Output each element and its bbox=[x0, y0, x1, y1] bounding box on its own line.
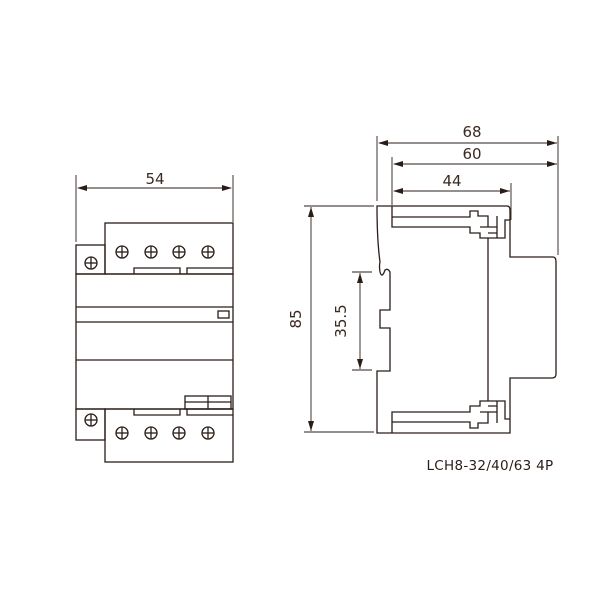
side-view: 68 60 44 85 35.5 bbox=[287, 123, 559, 434]
screw-icon bbox=[201, 426, 215, 440]
screw-icon bbox=[144, 426, 158, 440]
svg-text:68: 68 bbox=[462, 123, 481, 141]
depth-dim-68: 68 bbox=[378, 123, 557, 146]
svg-text:60: 60 bbox=[462, 145, 481, 163]
screw-icon bbox=[115, 426, 129, 440]
svg-text:44: 44 bbox=[442, 172, 461, 190]
screw-icon bbox=[84, 256, 98, 270]
screw-icon bbox=[201, 245, 215, 259]
bottom-left-ear bbox=[75, 408, 106, 441]
front-view: 54 bbox=[75, 170, 234, 463]
screw-icon bbox=[172, 426, 186, 440]
svg-text:35.5: 35.5 bbox=[332, 304, 350, 337]
screw-icon bbox=[172, 245, 186, 259]
depth-dim-60: 60 bbox=[393, 145, 557, 167]
side-outline bbox=[376, 205, 557, 434]
width-dimension: 54 bbox=[75, 170, 234, 242]
depth-dim-44: 44 bbox=[393, 172, 510, 194]
screw-icon bbox=[144, 245, 158, 259]
width-dim-label: 54 bbox=[145, 170, 164, 188]
screw-icon bbox=[84, 413, 98, 427]
rail-dim-35-5: 35.5 bbox=[332, 271, 372, 371]
top-terminal-block bbox=[104, 222, 234, 275]
model-label: LCH8-32/40/63 4P bbox=[426, 458, 553, 474]
height-dim-85: 85 bbox=[287, 205, 374, 433]
svg-text:85: 85 bbox=[287, 309, 305, 328]
screw-icon bbox=[115, 245, 129, 259]
body bbox=[75, 273, 234, 410]
indicator-window bbox=[217, 310, 230, 319]
